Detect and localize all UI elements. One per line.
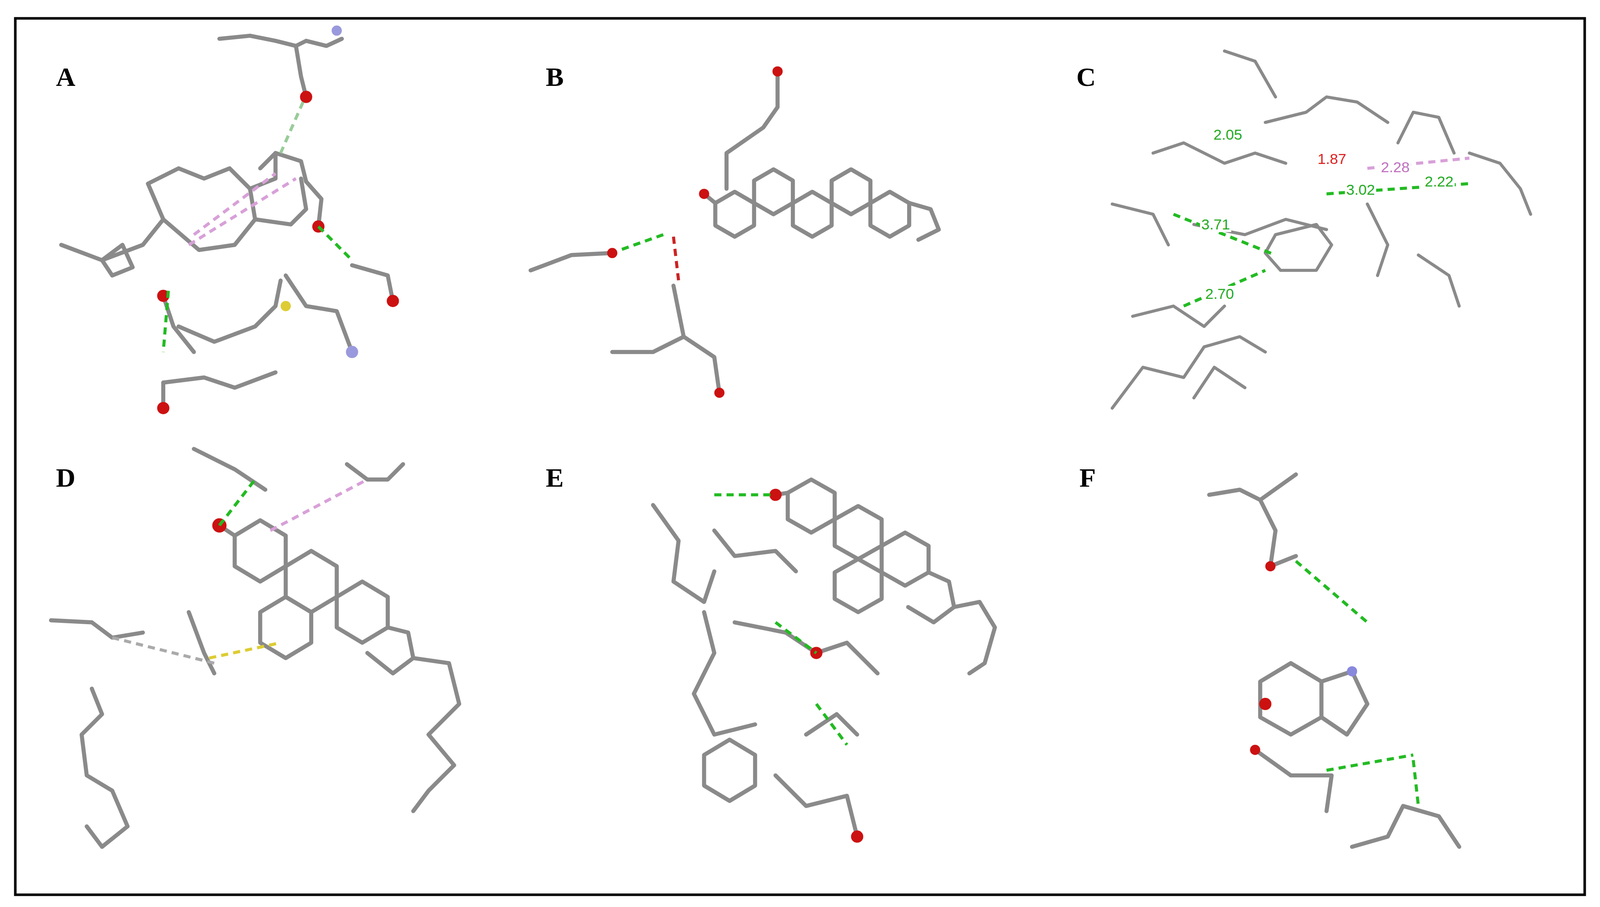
panel-letter: A: [55, 63, 76, 91]
distance-label: 2.22: [1423, 173, 1455, 190]
panel-letter: C: [1076, 63, 1096, 91]
panel-a-molecule: [61, 35, 393, 409]
panel-letter: F: [1079, 464, 1096, 492]
atom-markers: [157, 25, 1358, 843]
interaction-lines: [112, 101, 1470, 807]
distance-label: 2.05: [1212, 126, 1244, 143]
panel-letter: B: [545, 63, 564, 91]
distance-label: 3.71: [1200, 216, 1232, 233]
panel-c-complex: [1112, 51, 1531, 409]
distance-label: 2.28: [1379, 159, 1411, 175]
distance-label: 2.70: [1203, 285, 1236, 302]
panel-d-molecule: [51, 449, 460, 847]
panel-b-molecule: [530, 71, 939, 394]
distance-label: 3.02: [1344, 181, 1377, 198]
panel-letter: E: [545, 464, 564, 492]
distance-label: 1.87: [1316, 150, 1348, 167]
panel-letter: D: [55, 464, 76, 492]
figure-border: [15, 18, 1585, 895]
panel-e-molecule: [652, 479, 995, 837]
panel-f-molecule: [1209, 474, 1460, 848]
